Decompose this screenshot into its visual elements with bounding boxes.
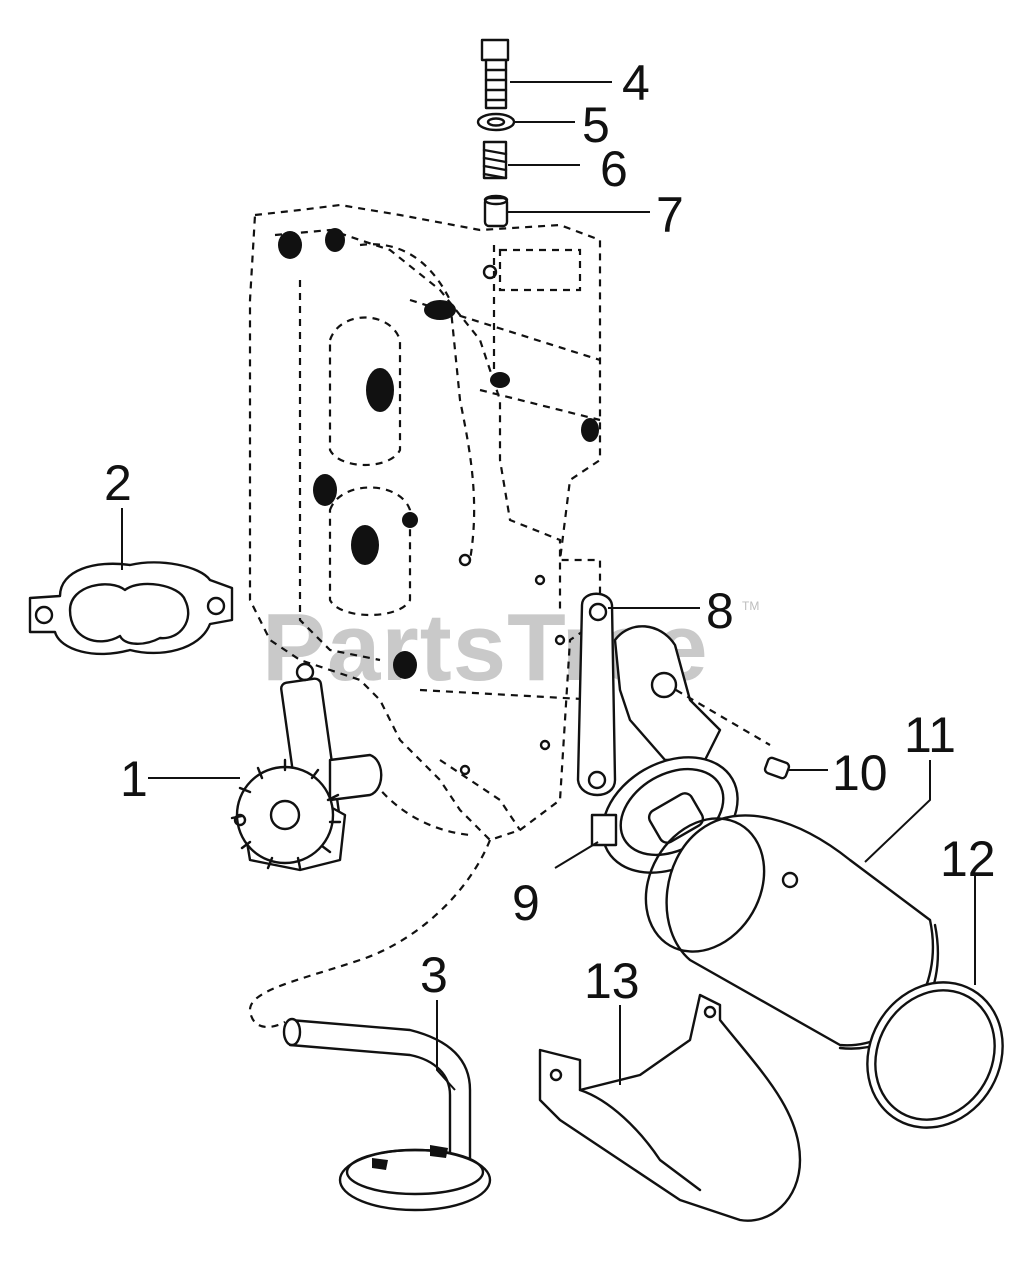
part-4-bolt bbox=[480, 38, 510, 110]
callout-7: 7 bbox=[656, 187, 684, 243]
part-10-fitting bbox=[763, 756, 791, 780]
callout-1: 1 bbox=[120, 751, 148, 807]
callout-6: 6 bbox=[600, 141, 628, 197]
callout-4: 4 bbox=[622, 55, 650, 111]
leader-lines bbox=[121, 81, 976, 1091]
part-6-spring bbox=[482, 140, 508, 180]
part-2-gasket bbox=[28, 561, 234, 656]
part-12-ring-gasket bbox=[866, 981, 1004, 1129]
callout-3: 3 bbox=[420, 947, 448, 1003]
engine-block-outline bbox=[248, 203, 602, 1029]
watermark-trademark: TM bbox=[742, 599, 759, 613]
part-1-oil-pump bbox=[230, 662, 383, 872]
part-7-plunger bbox=[483, 194, 509, 228]
callout-9: 9 bbox=[512, 875, 540, 931]
callout-2: 2 bbox=[104, 455, 132, 511]
part-5-washer bbox=[476, 112, 516, 132]
callout-13: 13 bbox=[584, 953, 640, 1009]
part-3-oil-pickup bbox=[282, 1017, 492, 1212]
callout-10: 10 bbox=[832, 745, 888, 801]
part-13-shield bbox=[538, 993, 802, 1222]
callout-11: 11 bbox=[904, 707, 956, 763]
callout-8: 8 bbox=[706, 583, 734, 639]
callout-12: 12 bbox=[940, 831, 996, 887]
callout-5: 5 bbox=[582, 97, 610, 153]
part-8-adapter-gasket bbox=[576, 592, 617, 797]
